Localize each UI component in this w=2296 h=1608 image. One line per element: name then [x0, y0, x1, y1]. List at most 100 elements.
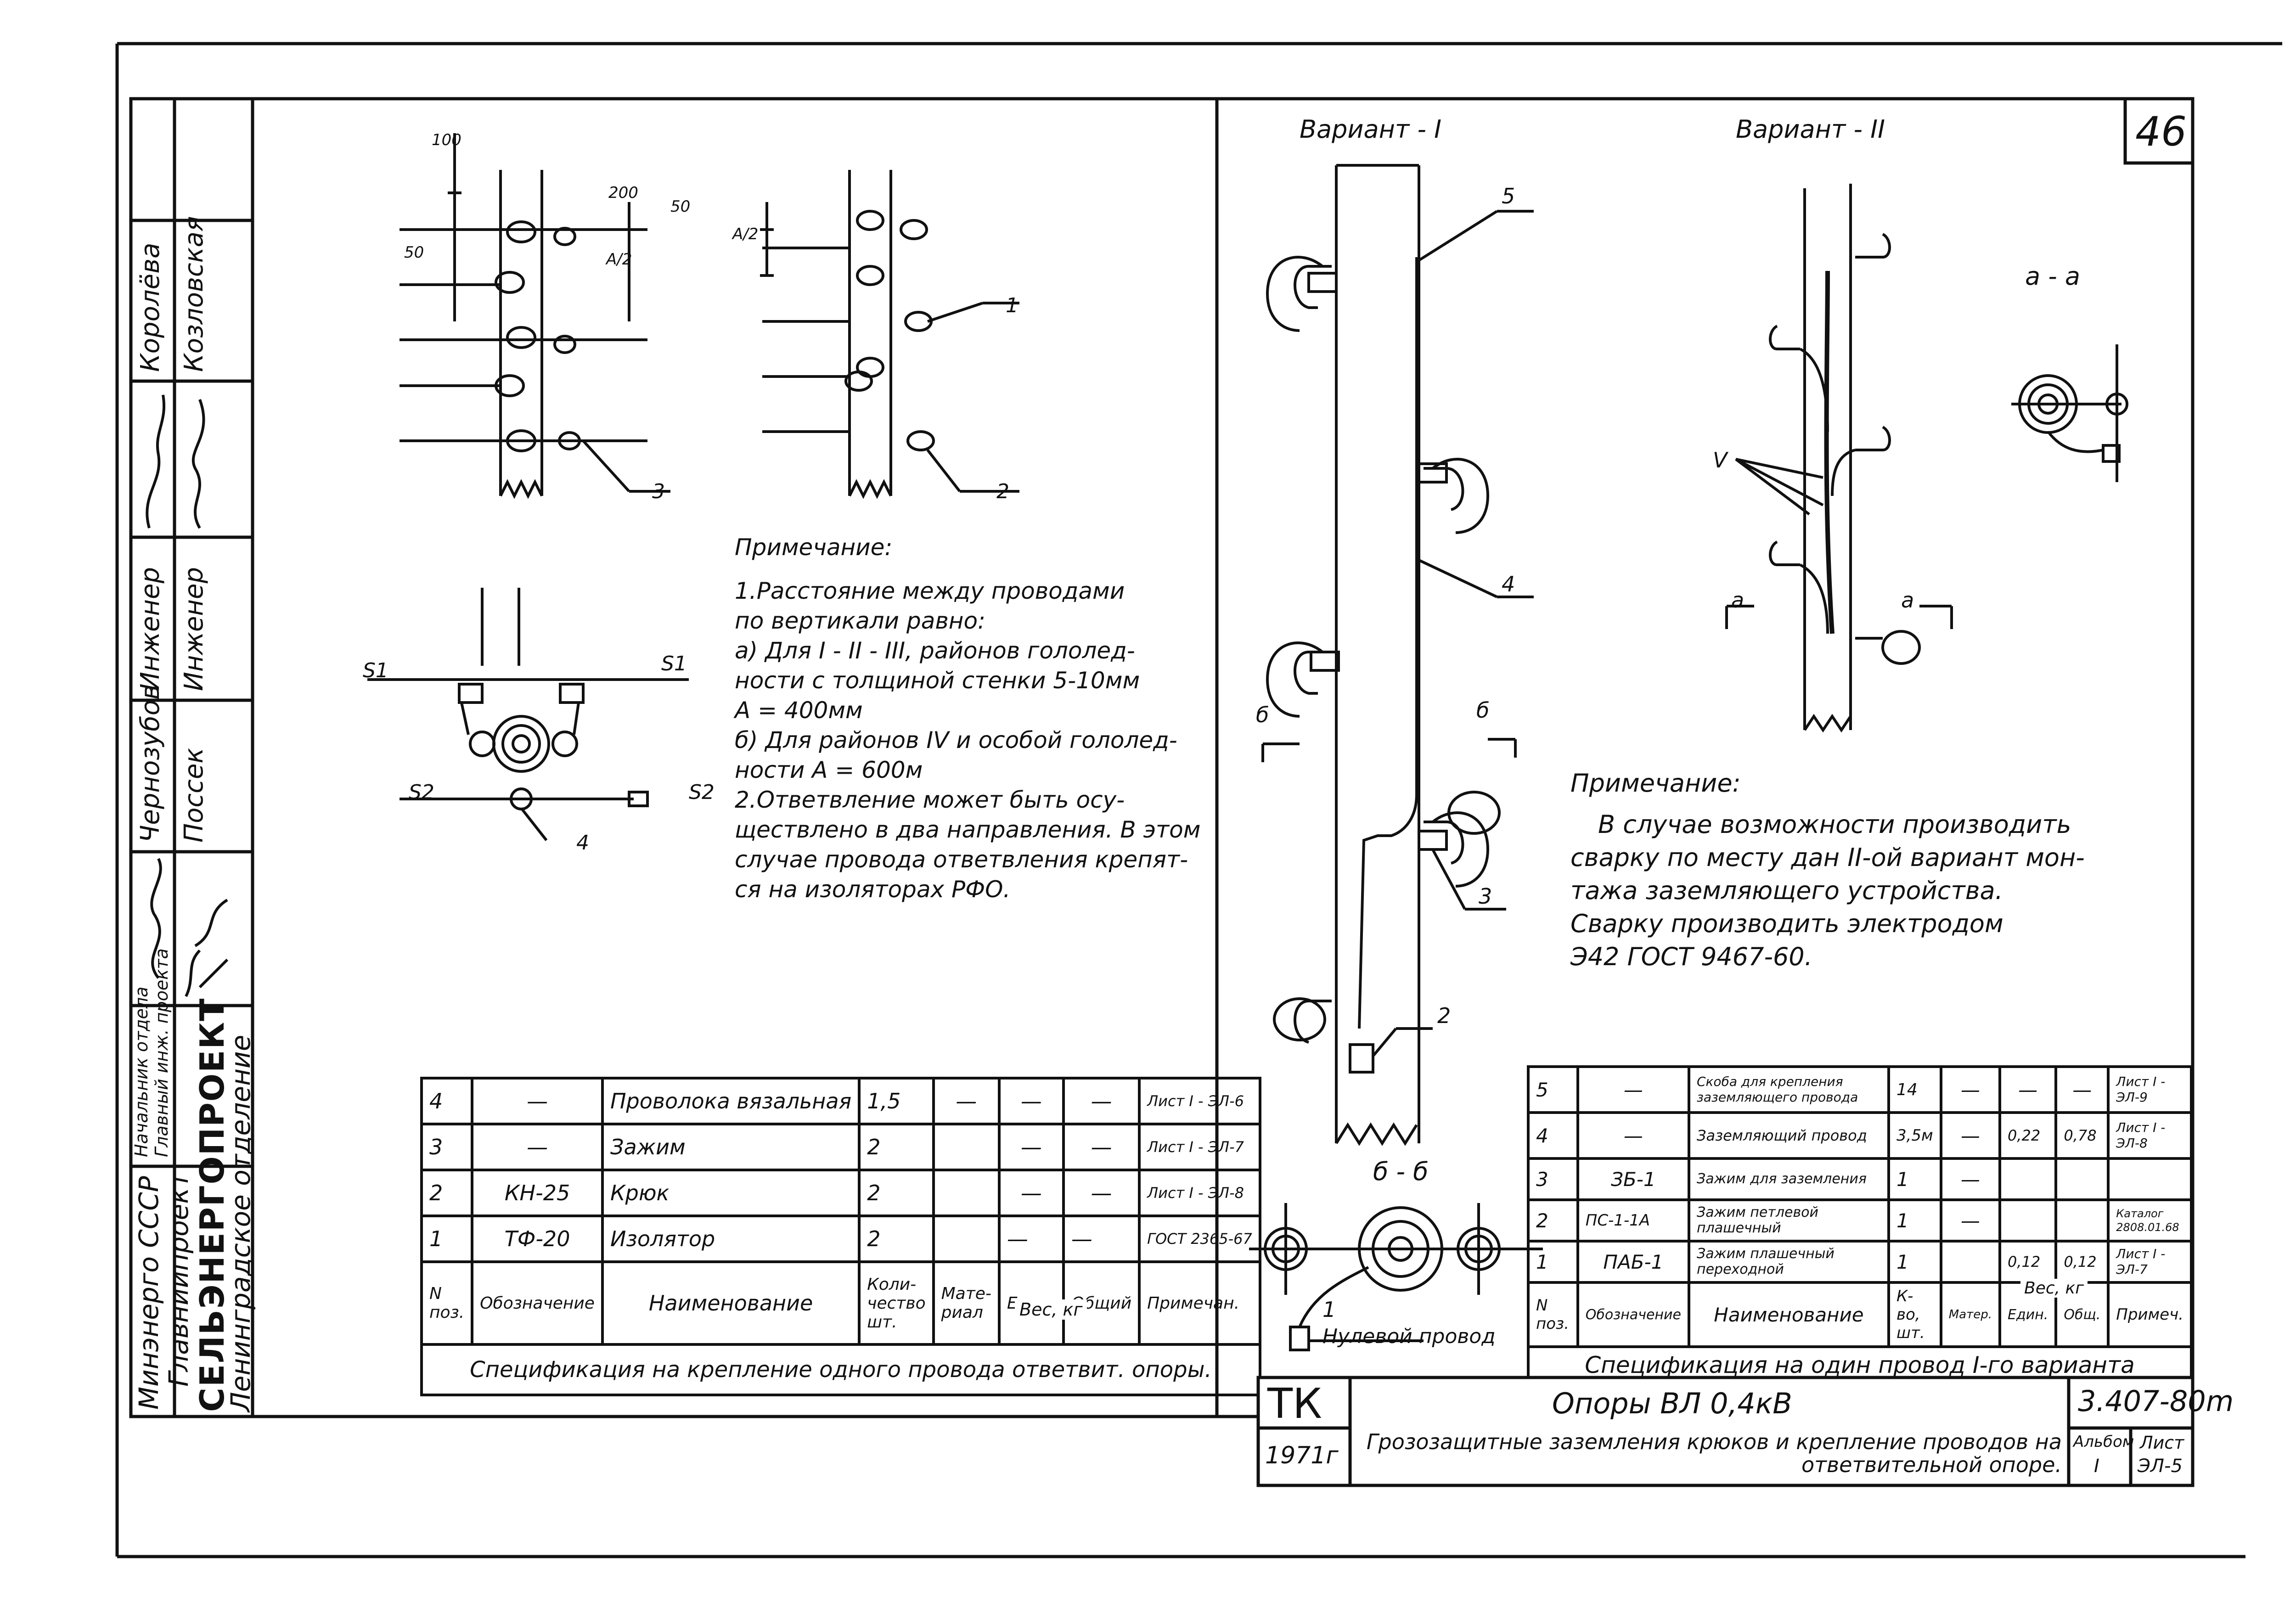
- callout-2-left: 2: [996, 480, 1009, 503]
- left-note: Примечание: 1.Расстояние между проводами…: [735, 533, 1200, 905]
- section-bb-title: б - б: [1373, 1157, 1429, 1186]
- stamp-subtitle: Грозозащитные заземления крюков и крепле…: [1366, 1429, 2062, 1477]
- cell: [1939, 1240, 2001, 1284]
- right-note-line: В случае возможности производить: [1598, 810, 2071, 839]
- cell: —: [997, 1214, 1065, 1263]
- cell: 2: [858, 1214, 935, 1263]
- sheet-number: 46: [2135, 108, 2187, 155]
- stamp-mark: ТК: [1267, 1380, 1322, 1428]
- stamp-sheet-label: Лист: [2140, 1433, 2184, 1453]
- left-note-line: ся на изоляторах РФО.: [735, 876, 1011, 903]
- cell: КН-25: [471, 1169, 604, 1217]
- cell: Заземляющий провод: [1687, 1111, 1890, 1160]
- cell: 2: [858, 1169, 935, 1217]
- variant-2-title: Вариант - II: [1736, 115, 1885, 144]
- cell: 0,78: [2054, 1111, 2110, 1160]
- wire-s1-left: S1: [363, 659, 388, 682]
- callout-1-left: 1: [1006, 294, 1019, 317]
- cell: —: [1062, 1169, 1141, 1217]
- cell: —: [1576, 1111, 1690, 1160]
- cell: —: [1939, 1111, 2001, 1160]
- stamp-sheet-value: ЭЛ-5: [2138, 1456, 2183, 1477]
- cell: 3: [1527, 1157, 1579, 1201]
- spec-right-title-row: Спецификация на один провод I-го вариант…: [1527, 1345, 2193, 1385]
- variant-1-title: Вариант - I: [1300, 115, 1442, 144]
- cell: —: [1998, 1065, 2058, 1114]
- cell: Зажим плашечный переходной: [1687, 1240, 1890, 1284]
- cell: [2054, 1157, 2110, 1201]
- header-cell: N поз.: [420, 1260, 474, 1346]
- cell: —: [997, 1123, 1065, 1171]
- dim-100: 100: [432, 131, 461, 149]
- cell: Лист I - ЭЛ-7: [1138, 1123, 1261, 1171]
- cell: 2: [858, 1123, 935, 1171]
- cell: 3: [420, 1123, 474, 1171]
- section-aa-title: а - а: [2025, 262, 2080, 291]
- left-note-line: случае провода ответвления крепят-: [735, 846, 1188, 873]
- callout-3-left: 3: [652, 480, 665, 503]
- cell: 1: [1887, 1240, 1942, 1284]
- header-cell: Матер.: [1939, 1281, 2001, 1348]
- left-note-line: б) Для районов IV и особой гололед-: [735, 727, 1177, 753]
- spec-right-row: 3 ЗБ-1 Зажим для заземления 1 —: [1527, 1157, 2193, 1201]
- left-drawing-top-view: [367, 588, 689, 841]
- header-cell: Обозначение: [471, 1260, 604, 1346]
- cell: Каталог 2808.01.68: [2107, 1198, 2193, 1243]
- cell: ГОСТ 2365-67: [1138, 1214, 1261, 1263]
- dim-a2-side: A/2: [732, 225, 759, 243]
- callout-3-right: 3: [1479, 884, 1492, 909]
- cell: ТФ-20: [471, 1214, 604, 1263]
- cell: —: [1939, 1198, 2001, 1243]
- callout-4-left: 4: [576, 831, 589, 855]
- cell: 1: [1527, 1240, 1579, 1284]
- cell: —: [1062, 1123, 1141, 1171]
- cell: 0,22: [1998, 1111, 2058, 1160]
- cell: —: [471, 1123, 604, 1171]
- variant-1-pole: [1261, 164, 1534, 1146]
- right-note: Примечание: В случае возможности произво…: [1570, 767, 2085, 973]
- cell: [1998, 1198, 2058, 1243]
- cell: 14: [1887, 1065, 1942, 1114]
- cell: ПАБ-1: [1576, 1240, 1690, 1284]
- stamp-code: 3.407-80m: [2078, 1384, 2234, 1418]
- right-note-line: Э42 ГОСТ 9467-60.: [1570, 942, 1812, 971]
- header-cell: Примеч.: [2107, 1281, 2193, 1348]
- right-note-line: тажа заземляющего устройства.: [1570, 876, 2003, 905]
- spec-left-weight-label: Вес, кг: [1015, 1299, 1087, 1320]
- header-cell: К-во, шт.: [1887, 1281, 1942, 1348]
- variant-2-pole: [1725, 184, 1953, 733]
- cell: Лист I - ЭЛ-8: [1138, 1169, 1261, 1217]
- cell: [932, 1123, 1001, 1171]
- cell: 2: [420, 1169, 474, 1217]
- cell: [2054, 1198, 2110, 1243]
- spec-left-row: 1 ТФ-20 Изолятор 2 — — ГОСТ 2365-67: [420, 1214, 1261, 1263]
- left-note-line: ществлено в два направления. В этом: [735, 816, 1201, 843]
- cell: —: [1576, 1065, 1690, 1114]
- cell: ЗБ-1: [1576, 1157, 1690, 1201]
- spec-left-title: Спецификация на крепление одного провода…: [420, 1343, 1261, 1396]
- left-note-line: ности A = 600м: [735, 757, 923, 783]
- dim-50-side: 50: [404, 243, 424, 262]
- cell: [2107, 1157, 2193, 1201]
- cell: —: [1939, 1065, 2001, 1114]
- wire-s2-left: S2: [409, 781, 434, 804]
- dim-200: 200: [608, 184, 638, 202]
- spec-right-row: 2 ПС-1-1А Зажим петлевой плашечный 1 — К…: [1527, 1198, 2193, 1243]
- cell: Зажим петлевой плашечный: [1687, 1198, 1890, 1243]
- dim-a2-left: A/2: [606, 250, 632, 269]
- wire-s2-right: S2: [689, 781, 715, 804]
- spec-right-weight-label: Вес, кг: [2020, 1279, 2088, 1298]
- cell: —: [932, 1077, 1001, 1125]
- cell: —: [1939, 1157, 2001, 1201]
- spec-right-title: Спецификация на один провод I-го вариант…: [1527, 1345, 2193, 1385]
- callout-5-right: 5: [1502, 184, 1515, 208]
- cell: —: [2054, 1065, 2110, 1114]
- cell: —: [1062, 1214, 1141, 1263]
- section-aa: [2011, 344, 2128, 482]
- header-cell: Мате- риал: [932, 1260, 1001, 1346]
- stamp-project: Опоры ВЛ 0,4кВ: [1552, 1387, 1792, 1420]
- mark-a-right: а: [1901, 588, 1914, 613]
- spec-left-title-row: Спецификация на крепление одного провода…: [420, 1343, 1261, 1396]
